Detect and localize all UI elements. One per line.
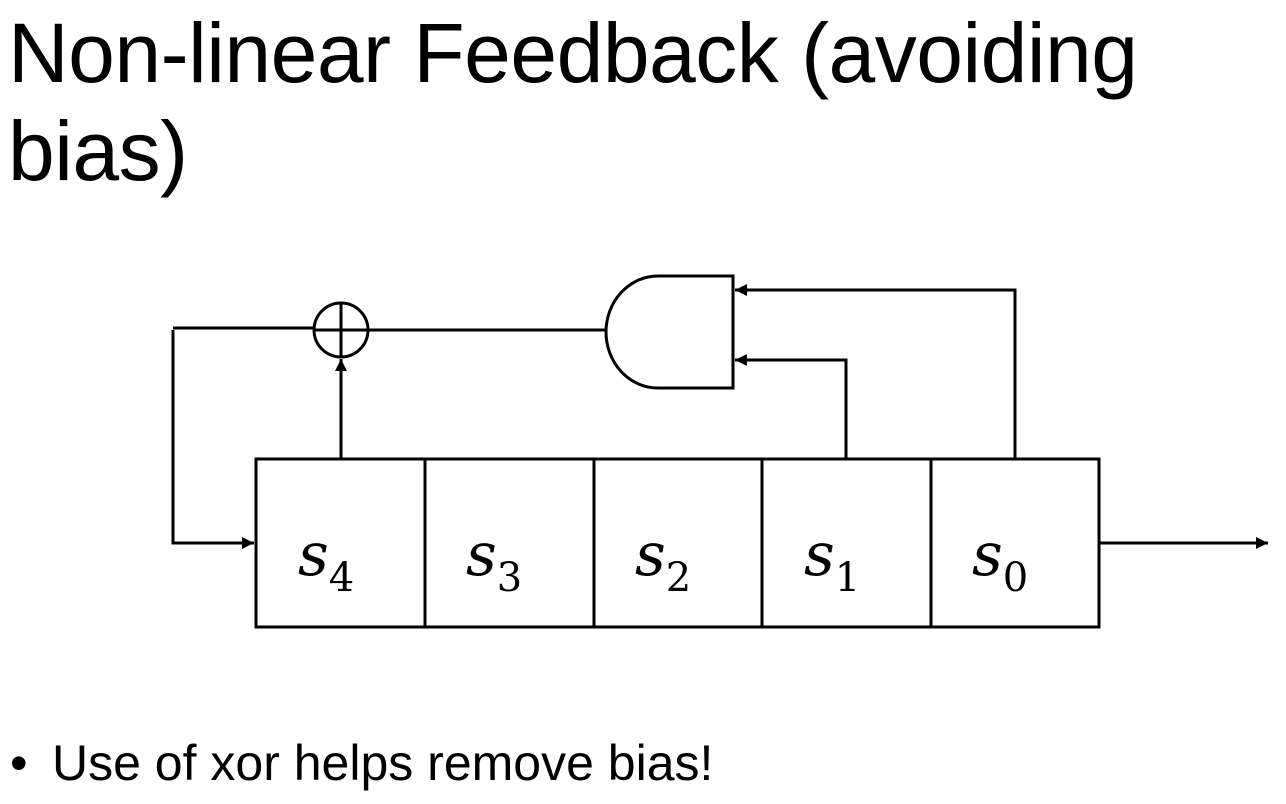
register-cell-s4 (254, 457, 427, 629)
register-cell-s0 (929, 457, 1101, 629)
cell-label-s0: s0 (972, 520, 1028, 601)
cell-label-s4: s4 (298, 520, 354, 601)
bullet-item: • Use of xor helps remove bias! (10, 728, 713, 798)
wire-s1-to-and (735, 354, 848, 459)
wire-s0-to-and (735, 284, 1017, 459)
register-labels: s4 s3 s2 s1 s0 (298, 520, 1028, 601)
register-cell-s1 (760, 457, 933, 629)
cell-label-s2: s2 (635, 520, 691, 601)
slide-title: Non-linear Feedback (avoiding bias) (8, 6, 1138, 198)
register-cell-s2 (592, 457, 764, 629)
bullet-list: • Use of xor helps remove bias! (10, 728, 713, 798)
register-cell-s3 (423, 457, 596, 629)
bullet-marker: • (10, 735, 28, 791)
wires (171, 284, 1268, 549)
and-gate-icon (604, 274, 735, 390)
wire-feedback-down (171, 330, 254, 549)
xor-gate-icon (312, 301, 370, 359)
cell-label-s1: s1 (804, 520, 860, 601)
bullet-text: Use of xor helps remove bias! (52, 735, 714, 791)
cell-label-s3: s3 (466, 520, 522, 601)
